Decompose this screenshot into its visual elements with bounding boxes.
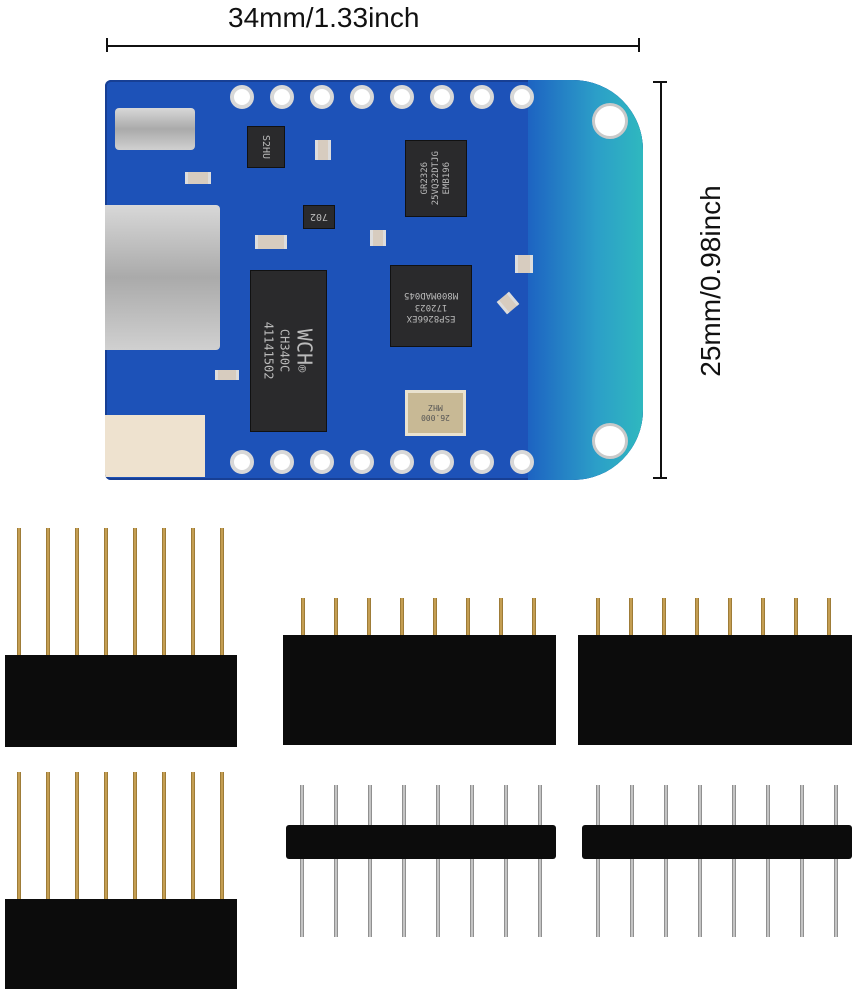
chip-lot: 41141502 [261,322,276,380]
mounting-hole [592,103,628,139]
pin-hole [230,450,254,474]
pin-hole [430,85,454,109]
width-dimension-tick [106,38,108,52]
pin-hole [350,85,374,109]
height-dimension-line [660,82,662,478]
regulator-ic: 702 [303,205,335,229]
registered-mark: ® [294,365,309,373]
pin-hole [510,450,534,474]
smd-component [185,172,211,184]
pin-hole [270,450,294,474]
smd-component [315,140,331,160]
pin-hole [430,450,454,474]
pin-hole [270,85,294,109]
short-pin-female-header [578,598,852,746]
d1-mini-board: S2HU 702 WCH® CH340C 41141502 GR2326 25V… [105,80,643,480]
mcu-line3: M800MAD045 [403,290,459,301]
flash-chip: GR2326 25VQ32DTJG EMB196 [405,140,467,217]
chip-logo: WCH [292,329,317,366]
usb-c-connector [105,205,220,350]
pin-hole [230,85,254,109]
regulator-marking: 702 [309,211,329,223]
mcu-line2: 172023 [414,301,448,312]
male-pin-header [582,785,852,937]
crystal-oscillator: 26.000 MHZ [405,390,466,436]
height-dimension-tick [653,477,667,479]
flash-line3: EMB196 [441,162,452,195]
pin-hole [390,450,414,474]
pin-hole [350,450,374,474]
pin-hole [470,450,494,474]
reset-button [115,108,195,150]
long-pin-female-header [5,528,237,748]
flash-line2: 25VQ32DTJG [430,151,441,206]
small-ic-marking: S2HU [260,134,272,160]
crystal-line2: MHZ [428,404,443,413]
long-pin-female-header [5,772,237,990]
width-dimension-tick [638,38,640,52]
small-ic: S2HU [247,126,285,168]
chip-model: CH340C [277,329,292,373]
pin-hole [390,85,414,109]
smd-component [255,235,287,249]
mcu-line1: ESP8266EX [406,312,456,323]
mounting-hole [592,423,628,459]
short-pin-female-header [283,598,556,746]
smd-component [215,370,239,380]
smd-component [515,255,533,273]
height-dimension-label: 25mm/0.98inch [695,185,726,377]
pin-hole [510,85,534,109]
height-dimension-tick [653,81,667,83]
pin-hole [310,450,334,474]
esp8266-chip: ESP8266EX 172023 M800MAD045 [390,265,472,347]
male-pin-header [286,785,556,937]
crystal-line1: 26.000 [421,413,450,423]
pin-hole [470,85,494,109]
smd-component [496,291,520,315]
ch340c-chip: WCH® CH340C 41141502 [250,270,327,432]
i2c-connector [105,415,205,477]
flash-line1: GR2326 [419,162,430,195]
pin-hole [310,85,334,109]
smd-component [370,230,386,246]
width-dimension-line [107,45,640,47]
wifi-antenna-area [528,80,643,480]
width-dimension-label: 34mm/1.33inch [228,2,420,33]
